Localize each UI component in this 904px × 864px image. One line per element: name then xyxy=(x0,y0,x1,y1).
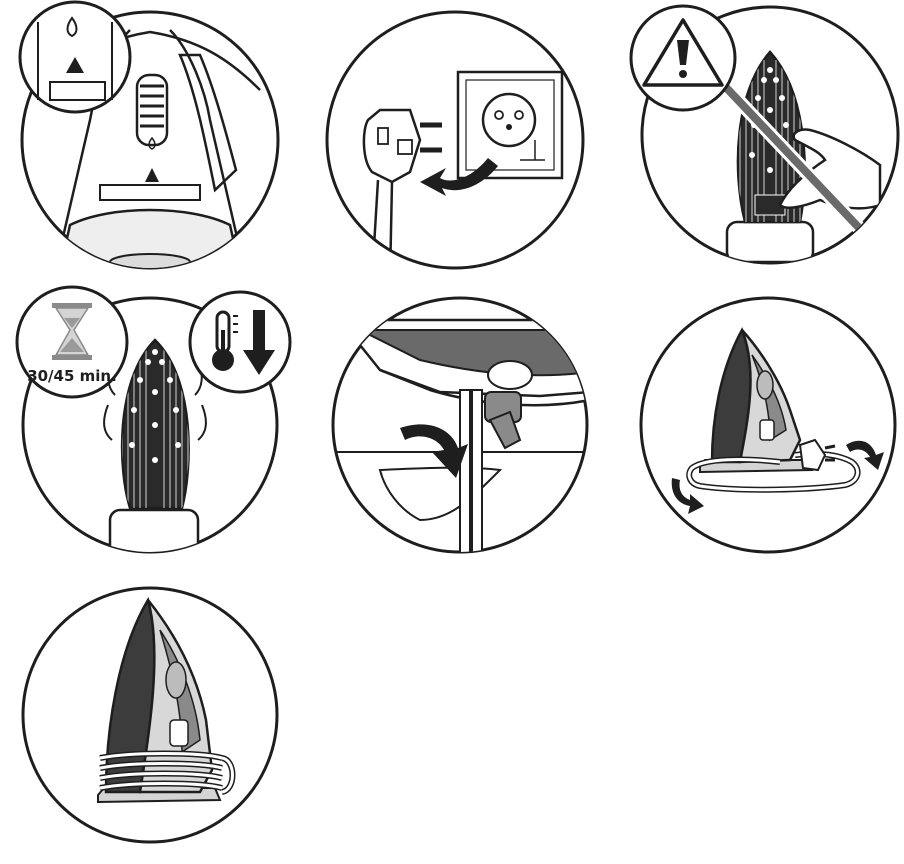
panel-no-touch-soleplate xyxy=(631,6,898,263)
wall-socket-icon xyxy=(458,72,562,178)
panel-stored-iron xyxy=(23,588,277,842)
panel-unplug xyxy=(327,12,583,280)
panel-wind-cord xyxy=(641,298,895,552)
panel-cord-clip xyxy=(330,298,590,570)
panel-base-reservoir xyxy=(20,2,278,270)
timer-label: 30/45 min. xyxy=(27,367,117,385)
panel-cool-down: 30/45 min. xyxy=(17,287,290,555)
